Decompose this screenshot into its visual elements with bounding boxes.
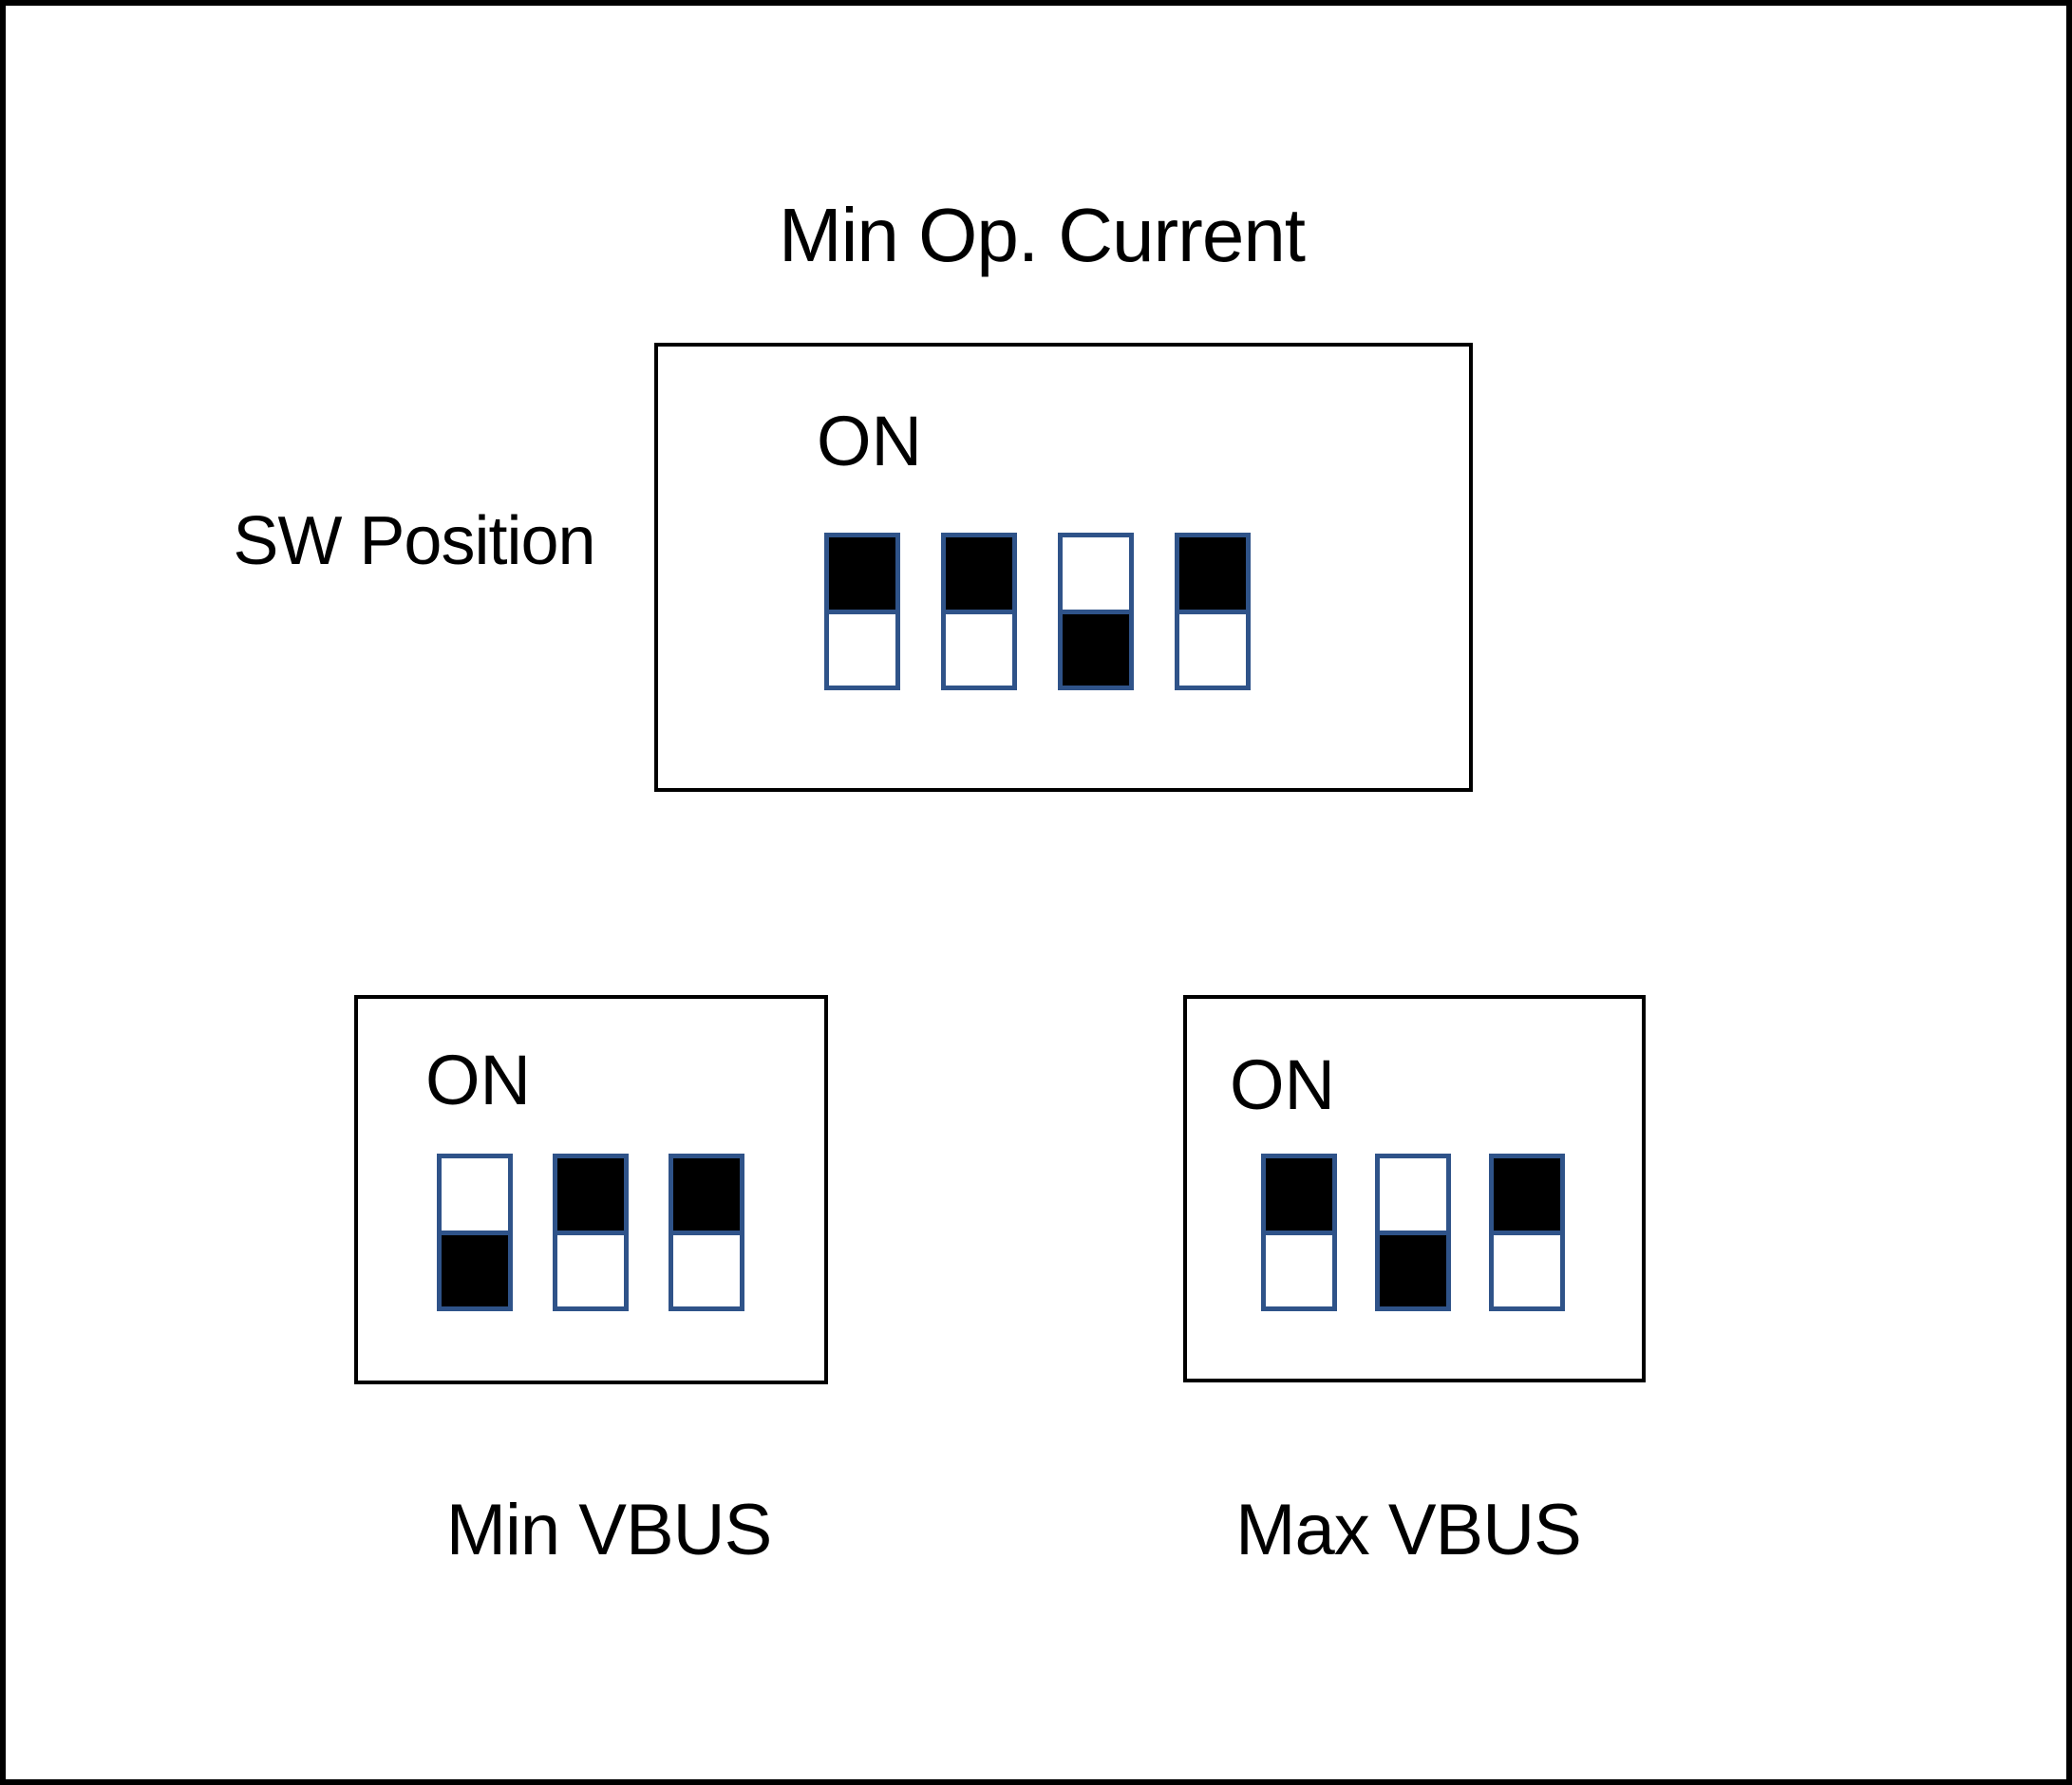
max-vbus-switch-3-on xyxy=(1489,1154,1565,1311)
switch-upper-cell xyxy=(673,1158,740,1235)
switch-lower-cell xyxy=(442,1234,508,1306)
switch-lower-cell xyxy=(946,613,1012,686)
sw-position-switch-3-off xyxy=(1058,533,1134,690)
max-vbus-switch-2-off xyxy=(1375,1154,1451,1311)
caption-min-vbus: Min VBUS xyxy=(445,1490,773,1570)
switch-row-min-vbus xyxy=(437,1154,744,1311)
switch-row-min-op-current xyxy=(824,533,1251,690)
sw-position-switch-4-on xyxy=(1175,533,1251,690)
switch-upper-cell xyxy=(1266,1158,1332,1235)
switch-upper-cell xyxy=(557,1158,624,1235)
min-vbus-switch-3-on xyxy=(669,1154,744,1311)
switch-lower-cell xyxy=(1266,1234,1332,1306)
switch-upper-cell xyxy=(946,537,1012,614)
max-vbus-switch-1-on xyxy=(1261,1154,1337,1311)
switch-upper-cell xyxy=(1179,537,1246,614)
switch-lower-cell xyxy=(829,613,895,686)
switch-lower-cell xyxy=(557,1234,624,1306)
min-vbus-switch-2-on xyxy=(553,1154,629,1311)
caption-min-op-current: Min Op. Current xyxy=(778,193,1306,277)
sw-position-switch-1-on xyxy=(824,533,900,690)
on-direction-label: ON xyxy=(425,1041,531,1119)
caption-max-vbus: Max VBUS xyxy=(1235,1490,1582,1570)
switch-upper-cell xyxy=(1063,537,1129,614)
switch-upper-cell xyxy=(1494,1158,1560,1235)
switch-lower-cell xyxy=(1494,1234,1560,1306)
dip-box-min-vbus: ON xyxy=(354,995,828,1384)
switch-lower-cell xyxy=(1380,1234,1446,1306)
on-direction-label: ON xyxy=(817,402,922,480)
sw-position-switch-2-on xyxy=(941,533,1017,690)
dip-box-min-op-current: ON xyxy=(654,343,1473,792)
switch-upper-cell xyxy=(829,537,895,614)
row-label-sw-position: SW Position xyxy=(233,503,595,579)
min-vbus-switch-1-off xyxy=(437,1154,513,1311)
switch-lower-cell xyxy=(1063,613,1129,686)
switch-row-max-vbus xyxy=(1261,1154,1565,1311)
switch-upper-cell xyxy=(442,1158,508,1235)
switch-upper-cell xyxy=(1380,1158,1446,1235)
switch-lower-cell xyxy=(1179,613,1246,686)
on-direction-label: ON xyxy=(1230,1045,1335,1124)
switch-lower-cell xyxy=(673,1234,740,1306)
dip-box-max-vbus: ON xyxy=(1183,995,1646,1382)
